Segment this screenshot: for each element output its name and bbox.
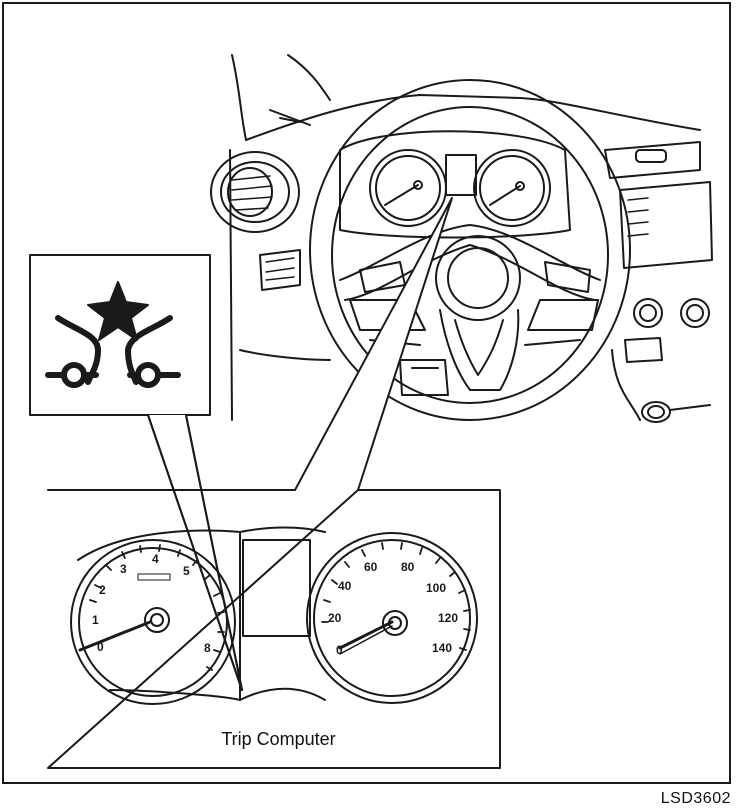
figure-frame xyxy=(2,2,731,784)
trip-computer-label: Trip Computer xyxy=(221,729,336,749)
tach-tick-0: 0 xyxy=(97,640,104,654)
tach-tick-2: 2 xyxy=(99,583,106,597)
vehicle-dynamic-control-warning-icon xyxy=(45,281,181,388)
tachometer xyxy=(70,539,236,705)
tach-tick-4: 4 xyxy=(152,552,159,566)
speed-tick-100: 100 xyxy=(426,581,446,595)
tach-tick-1: 1 xyxy=(92,613,99,627)
icon-callout xyxy=(29,254,243,691)
speed-tick-120: 120 xyxy=(438,611,458,625)
speed-tick-0: 0 xyxy=(336,643,343,657)
tach-tick-8: 8 xyxy=(204,641,211,655)
speed-tick-60: 60 xyxy=(364,560,378,574)
tach-tick-3: 3 xyxy=(120,562,127,576)
cluster-small-gauges xyxy=(369,149,551,227)
left-air-vent xyxy=(210,151,300,233)
tach-tick-5: 5 xyxy=(183,564,190,578)
speed-tick-20: 20 xyxy=(328,611,342,625)
dashboard-drawing xyxy=(210,54,713,423)
figure-code: LSD3602 xyxy=(660,790,731,807)
trip-computer-display xyxy=(242,539,311,637)
speed-tick-140: 140 xyxy=(432,641,452,655)
steering-wheel xyxy=(309,79,631,421)
speedometer xyxy=(306,532,478,704)
speed-tick-80: 80 xyxy=(401,560,415,574)
speed-tick-40: 40 xyxy=(338,579,352,593)
center-console xyxy=(604,141,713,423)
cluster-callout: 0 1 2 3 4 5 8 0 20 40 xyxy=(47,489,501,769)
